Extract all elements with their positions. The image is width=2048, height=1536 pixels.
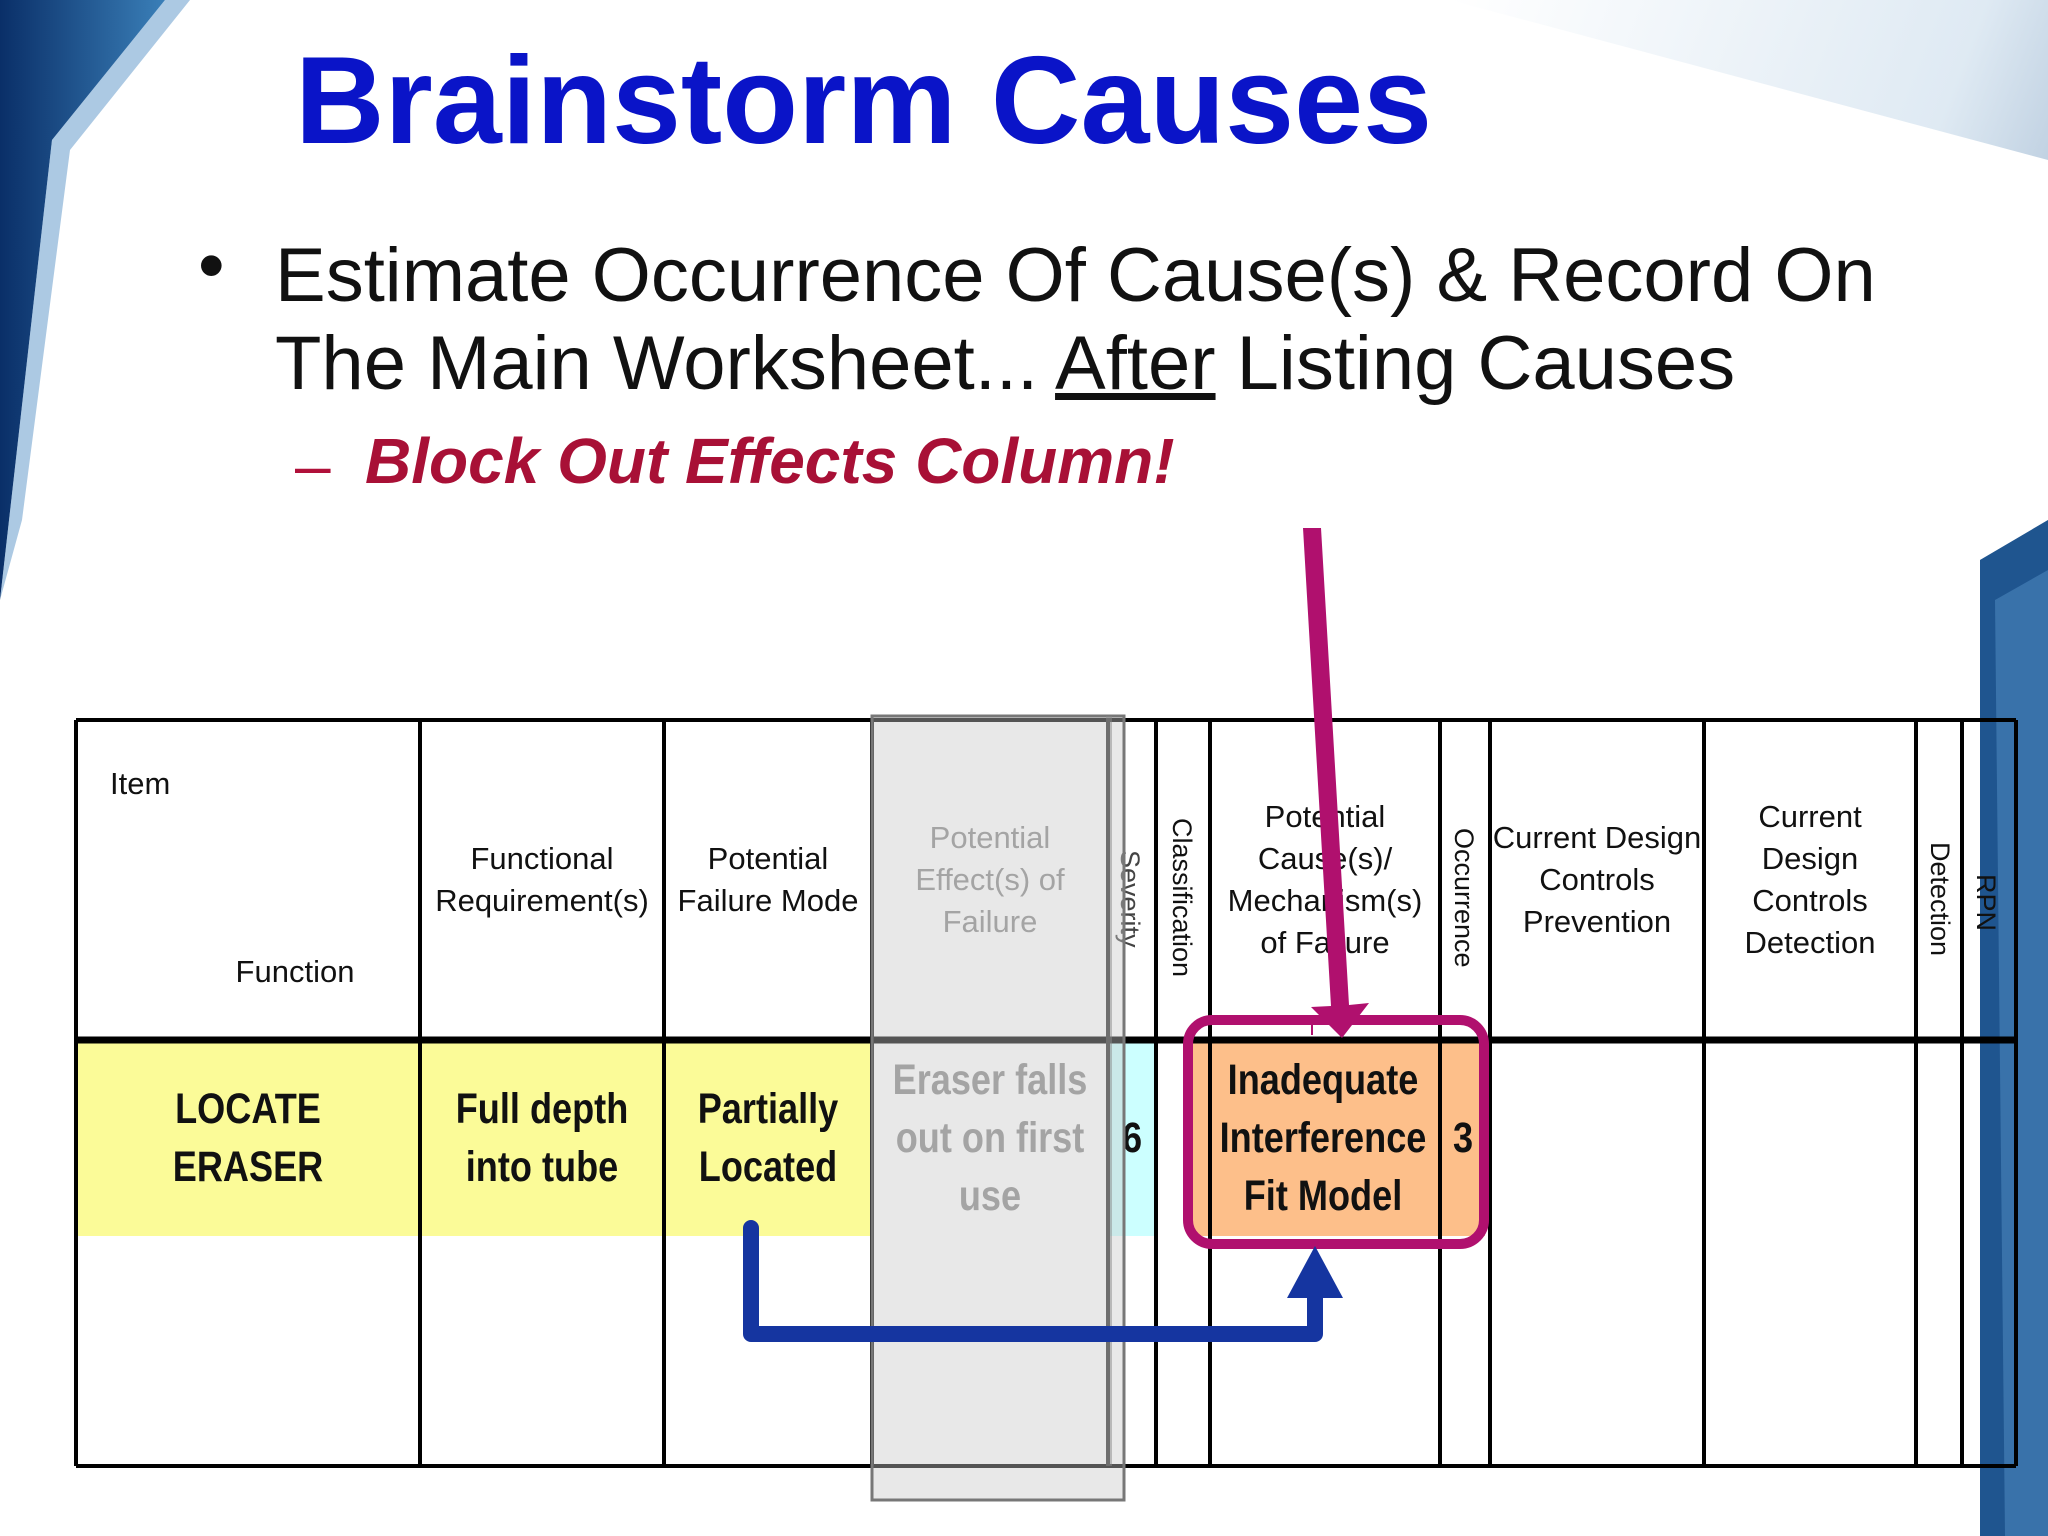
header-detection-controls: Current Design Controls Detection [1744, 799, 1876, 960]
slide-title: Brainstorm Causes [295, 32, 1433, 170]
sub-bullet-marker: – [295, 429, 331, 501]
header-occurrence: Occurrence [1449, 828, 1479, 968]
bullet-text-part-b: Listing Causes [1215, 321, 1736, 406]
header-function: Function [235, 954, 355, 989]
cell-effect: Eraser falls out on first use [892, 1056, 1088, 1220]
header-item: Item [110, 766, 171, 801]
header-rpn: RPN [1971, 874, 2001, 932]
header-effects: Potential Effect(s) of Failure [915, 820, 1065, 939]
header-functional-requirements: Functional Requirement(s) [435, 841, 649, 918]
header-detection: Detection [1925, 842, 1955, 957]
cell-item-function: LOCATE ERASER [172, 1085, 324, 1191]
header-classification: Classification [1167, 818, 1197, 978]
cell-functional-requirement: Full depth into tube [455, 1085, 629, 1191]
cell-failure-mode: Partially Located [697, 1085, 839, 1191]
bullet-marker: • [198, 223, 225, 308]
bullet-text-underlined: After [1055, 321, 1216, 406]
cell-severity: 6 [1121, 1114, 1143, 1162]
bullet-estimate-occurrence: Estimate Occurrence Of Cause(s) & Record… [275, 232, 2015, 408]
cell-cause: Inadequate Interference Fit Model [1219, 1056, 1427, 1220]
sub-bullet-block-out: Block Out Effects Column! [365, 425, 1175, 497]
header-severity: Severity [1115, 850, 1145, 948]
header-failure-mode: Potential Failure Mode [677, 841, 859, 918]
header-causes: Potential Cause(s)/ Mechanism(s) of Fail… [1227, 799, 1423, 960]
bullet-text-part-a: Estimate Occurrence Of Cause(s) & Record… [275, 233, 1876, 406]
header-prevention: Current Design Controls Prevention [1492, 820, 1702, 939]
cell-occurrence: 3 [1452, 1114, 1474, 1162]
